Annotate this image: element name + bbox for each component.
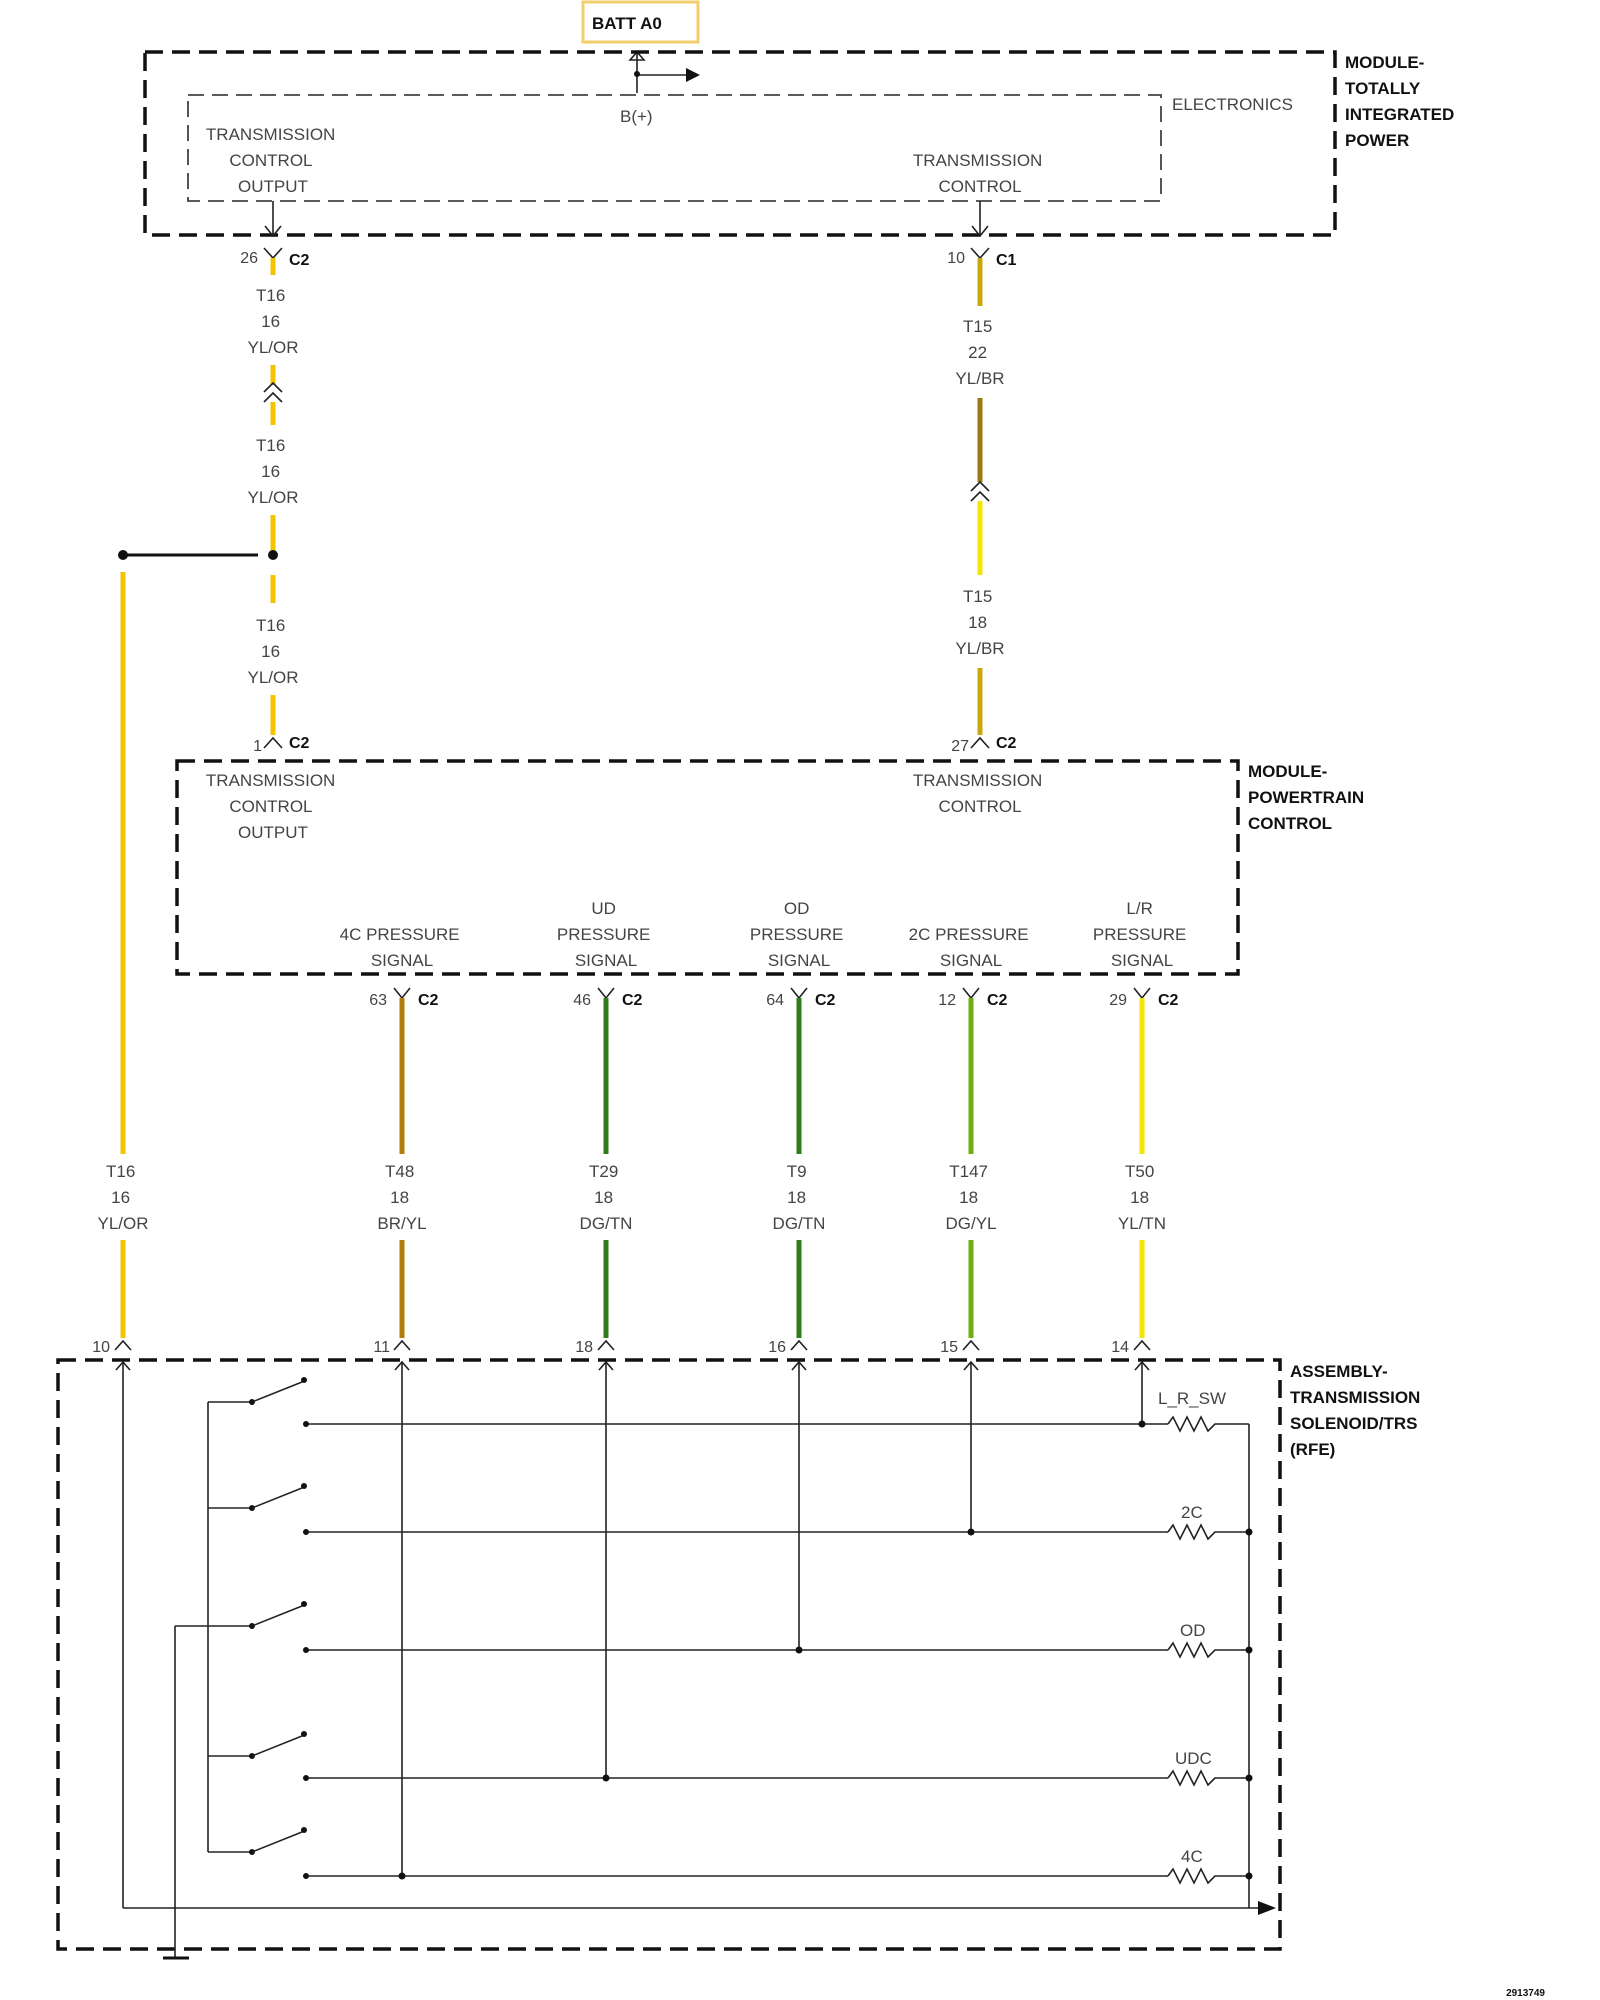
- resistor-2c: [1167, 1523, 1249, 1541]
- tipm-c2-pin: 26: [240, 250, 258, 267]
- wire-t16-top-label: T16 16 YL/OR: [247, 286, 298, 357]
- pcm-title: MODULE- POWERTRAIN CONTROL: [1248, 762, 1369, 833]
- solenoid-udc-label: UDC: [1175, 1749, 1212, 1768]
- pcm-signal-lr: L/R PRESSURE SIGNAL: [1093, 899, 1191, 970]
- pcm-out-pin-63: 63: [369, 992, 387, 1009]
- resistor-l-r-sw: [1167, 1415, 1249, 1433]
- tipm-c1-pin: 10: [947, 250, 965, 267]
- pcm-left-function: TRANSMISSION CONTROL OUTPUT: [206, 771, 340, 842]
- batt-label-box: [581, 0, 700, 44]
- pcm-signal-4c: 4C PRESSURE SIGNAL: [340, 925, 465, 970]
- resistor-udc: [1167, 1769, 1249, 1787]
- tipm-right-function: TRANSMISSION CONTROL: [913, 151, 1047, 196]
- pcm-out-pin-12: 12: [938, 992, 956, 1009]
- assembly-pin-18: 18: [575, 1339, 593, 1356]
- wire-label-t29: T29 18 DG/TN: [580, 1162, 633, 1233]
- solenoid-2c-label: 2C: [1181, 1503, 1203, 1522]
- solenoid-4c-label: 4C: [1181, 1847, 1203, 1866]
- tipm-module-box: [143, 50, 1337, 237]
- pcm-right-function: TRANSMISSION CONTROL: [913, 771, 1047, 816]
- pcm-out-conn-29: C2: [1158, 992, 1179, 1009]
- pressure-switch-3: [175, 1601, 307, 1629]
- wire-label-t147: T147 18 DG/YL: [945, 1162, 996, 1233]
- pcm-signal-ud: UD PRESSURE SIGNAL: [557, 899, 655, 970]
- wire-t16-low-label: T16 16 YL/OR: [247, 616, 298, 687]
- pcm-in-left-pin: 1: [253, 738, 262, 755]
- tipm-c2-conn: C2: [289, 252, 310, 269]
- pcm-signal-2c: 2C PRESSURE SIGNAL: [909, 925, 1034, 970]
- t16-inline-connector: [263, 381, 283, 393]
- pcm-out-conn-64: C2: [815, 992, 836, 1009]
- pcm-in-right-pin: 27: [951, 738, 969, 755]
- solenoid-od-label: OD: [1180, 1621, 1206, 1640]
- wire-label-t9: T9 18 DG/TN: [773, 1162, 826, 1233]
- wire-label-t50: T50 18 YL/TN: [1118, 1162, 1166, 1233]
- pcm-out-pin-29: 29: [1109, 992, 1127, 1009]
- pcm-module-box: [175, 759, 1240, 976]
- wire-label-t16: T16 16 YL/OR: [97, 1162, 148, 1233]
- pcm-out-conn-63: C2: [418, 992, 439, 1009]
- tipm-electronics-box: [187, 94, 1162, 202]
- resistor-od: [1167, 1641, 1249, 1659]
- pcm-in-right-conn: C2: [996, 735, 1017, 752]
- tipm-electronics-label: ELECTRONICS: [1172, 95, 1293, 114]
- pcm-signal-od: OD PRESSURE SIGNAL: [750, 899, 848, 970]
- pcm-in-left-conn: C2: [289, 735, 310, 752]
- tipm-title: MODULE- TOTALLY INTEGRATED POWER: [1345, 53, 1459, 150]
- assembly-pin-10: 10: [92, 1339, 110, 1356]
- wire-t15-low-label: T15 18 YL/BR: [955, 587, 1004, 658]
- solenoid-assembly-box: [56, 1358, 1282, 1951]
- wire-t15-top-label: T15 22 YL/BR: [955, 317, 1004, 388]
- wire-label-t48: T48 18 BR/YL: [377, 1162, 426, 1233]
- pcm-out-pin-64: 64: [766, 992, 784, 1009]
- assembly-pin-15: 15: [940, 1339, 958, 1356]
- diagram-id: 2913749: [1506, 1988, 1545, 1999]
- assembly-pin-16: 16: [768, 1339, 786, 1356]
- t15-inline-connector: [970, 480, 990, 492]
- assembly-pin-14: 14: [1111, 1339, 1129, 1356]
- b-plus-label: B(+): [620, 107, 653, 126]
- assembly-pin-11: 11: [373, 1339, 390, 1356]
- pcm-out-pin-46: 46: [573, 992, 591, 1009]
- pcm-out-conn-46: C2: [622, 992, 643, 1009]
- pressure-switch-2: [208, 1483, 307, 1511]
- pressure-switch-5: [208, 1827, 307, 1855]
- solenoid-assembly-title: ASSEMBLY- TRANSMISSION SOLENOID/TRS (RFE…: [1290, 1362, 1425, 1459]
- t16-splice-dot: [268, 550, 278, 560]
- wire-t16-mid-label: T16 16 YL/OR: [247, 436, 298, 507]
- pcm-out-conn-12: C2: [987, 992, 1008, 1009]
- batt-label: BATT A0: [592, 14, 662, 33]
- resistor-4c: [1167, 1867, 1249, 1885]
- solenoid-l-r-sw-label: L_R_SW: [1158, 1389, 1226, 1408]
- pressure-switch-4: [208, 1731, 307, 1759]
- pressure-switch-1: [208, 1377, 307, 1405]
- tipm-left-function: TRANSMISSION CONTROL OUTPUT: [206, 125, 340, 196]
- tipm-c1-conn: C1: [996, 252, 1017, 269]
